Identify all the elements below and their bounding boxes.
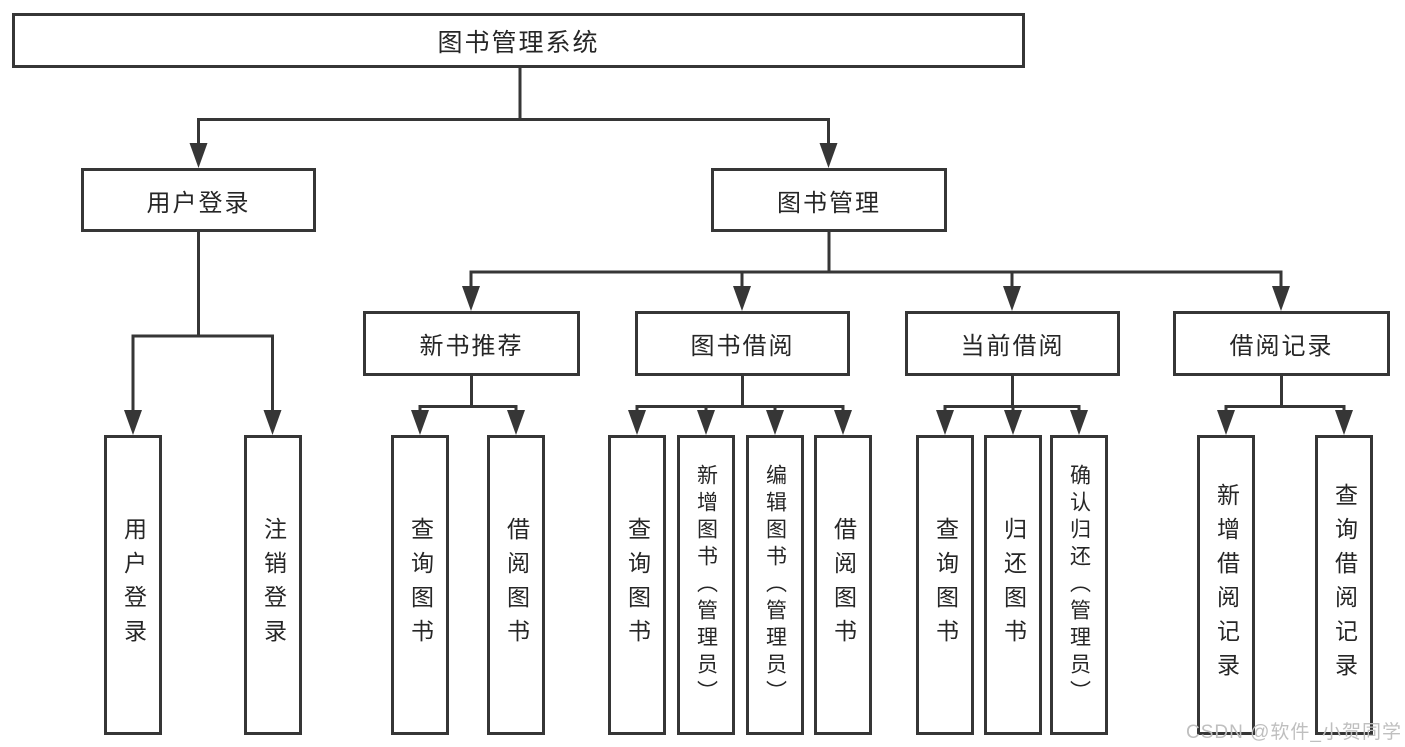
leaf-confirm-return-admin: 确认归还（管理员）	[1050, 435, 1108, 735]
node-borrow-records-label: 借阅记录	[1229, 333, 1334, 360]
leaf-query-books-recommend: 查询图书	[391, 435, 449, 735]
node-book-management: 图书管理	[711, 168, 947, 232]
csdn-watermark: CSDN @软件_小贺同学	[1186, 722, 1402, 743]
leaf-query-books-current: 查询图书	[916, 435, 974, 735]
leaf-query-books-recommend-label: 查询图书	[407, 517, 434, 653]
node-library-system: 图书管理系统	[12, 13, 1025, 68]
leaf-confirm-return-admin-label: 确认归还（管理员）	[1067, 463, 1091, 707]
connector-current-borrow	[936, 376, 1088, 435]
connector-new-book-recommend	[411, 376, 525, 435]
leaf-query-books-borrow-label: 查询图书	[624, 517, 651, 653]
leaf-borrow-books: 借阅图书	[814, 435, 872, 735]
node-user-login: 用户登录	[81, 168, 316, 232]
node-user-login-label: 用户登录	[146, 189, 251, 217]
leaf-borrow-books-recommend: 借阅图书	[487, 435, 545, 735]
leaf-add-borrow-record-label: 新增借阅记录	[1213, 483, 1240, 687]
node-current-borrow: 当前借阅	[905, 311, 1120, 376]
node-new-book-recommend: 新书推荐	[363, 311, 580, 376]
leaf-logout: 注销登录	[244, 435, 302, 735]
node-library-system-label: 图书管理系统	[437, 28, 600, 57]
leaf-borrow-books-label: 借阅图书	[830, 517, 857, 653]
leaf-edit-book-admin: 编辑图书（管理员）	[746, 435, 804, 735]
leaf-borrow-books-recommend-label: 借阅图书	[503, 517, 530, 653]
node-book-borrow-label: 图书借阅	[690, 333, 795, 360]
leaf-query-borrow-record: 查询借阅记录	[1315, 435, 1373, 735]
leaf-return-book-label: 归还图书	[1000, 517, 1027, 653]
leaf-user-login-label: 用户登录	[120, 517, 147, 653]
leaf-add-book-admin: 新增图书（管理员）	[677, 435, 735, 735]
node-borrow-records: 借阅记录	[1173, 311, 1390, 376]
leaf-query-books-current-label: 查询图书	[932, 517, 959, 653]
connector-book-management	[462, 232, 1290, 311]
leaf-query-books-borrow: 查询图书	[608, 435, 666, 735]
leaf-query-borrow-record-label: 查询借阅记录	[1331, 483, 1358, 687]
leaf-add-book-admin-label: 新增图书（管理员）	[694, 463, 718, 707]
node-new-book-recommend-label: 新书推荐	[419, 333, 524, 360]
connector-book-borrow	[628, 376, 852, 435]
connector-borrow-records	[1217, 376, 1353, 435]
node-book-borrow: 图书借阅	[635, 311, 850, 376]
leaf-add-borrow-record: 新增借阅记录	[1197, 435, 1255, 735]
leaf-user-login: 用户登录	[104, 435, 162, 735]
leaf-logout-label: 注销登录	[260, 517, 287, 653]
node-book-management-label: 图书管理	[777, 189, 881, 217]
connector-root	[189, 68, 838, 168]
leaf-edit-book-admin-label: 编辑图书（管理员）	[763, 463, 787, 707]
node-current-borrow-label: 当前借阅	[960, 333, 1065, 360]
leaf-return-book: 归还图书	[984, 435, 1042, 735]
connector-user-login	[124, 232, 282, 435]
